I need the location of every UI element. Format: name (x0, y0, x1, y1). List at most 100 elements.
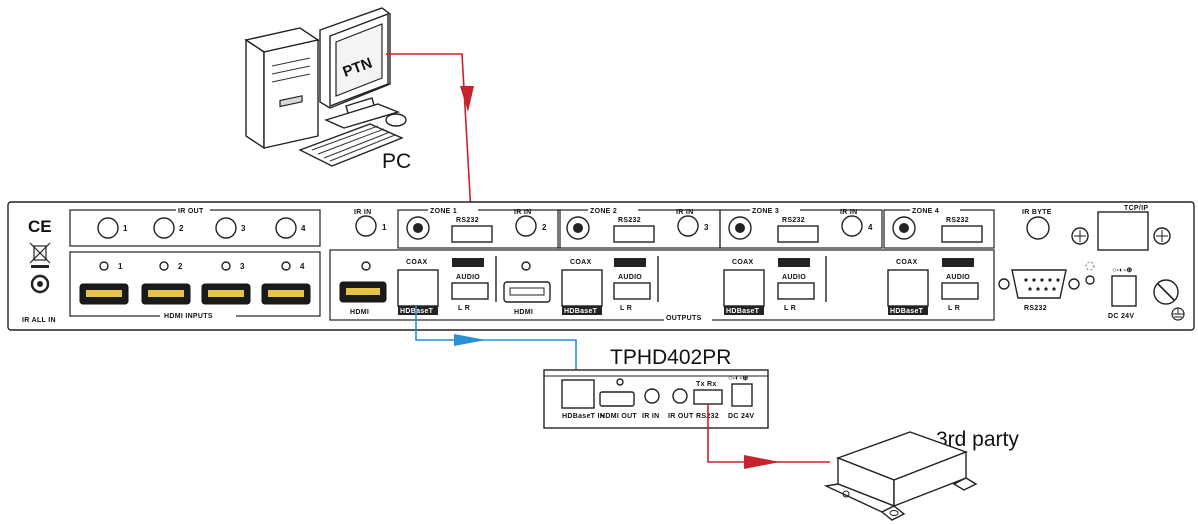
zone-number: 4 (868, 223, 873, 232)
grounding-screw-icon (1153, 279, 1179, 305)
third-party-device (823, 431, 978, 521)
zone-number: 2 (542, 223, 547, 232)
zone-1-hdbaset-port (397, 269, 439, 307)
pc-monitor: PTN (319, 7, 401, 129)
ir-out-number: 1 (123, 224, 128, 233)
receiver-ir-out-jack (672, 388, 688, 404)
hdbaset-label: HDBaseT (890, 308, 924, 315)
hdbaset-label: HDBaseT (400, 308, 434, 315)
dc-24v-label: DC 24V (1108, 313, 1134, 320)
ir-out-jack-4: 4 (275, 217, 306, 239)
zone-1: IR IN 1 ZONE 1 RS232 HDMI COAX HDBaseT A… (339, 205, 561, 316)
matrix-switcher: CE IR ALL IN IR OUT 1 2 3 4 HDMI INPUTS … (7, 201, 1195, 331)
receiver-tphd402pr: HDBaseT IN HDMI OUT IR IN IR OUT Tx Rx R… (543, 369, 769, 429)
audio-label: AUDIO (946, 274, 970, 281)
receiver-ir-in-jack (644, 388, 660, 404)
receiver-hdmi-out-port (599, 391, 635, 407)
receiver-txrx-label: Tx Rx (696, 381, 717, 388)
receiver-hdbaset-in-label: HDBaseT IN (562, 413, 605, 420)
tcp-ip-label: TCP/IP (1124, 205, 1148, 212)
input-number: 3 (240, 262, 245, 271)
hdmi-input-3: 3 (201, 261, 251, 305)
rs232-wire-pc (386, 53, 474, 231)
screw-left-icon (1071, 227, 1089, 245)
ir-out-label: IR OUT (178, 208, 204, 215)
receiver-ir-in-label: IR IN (642, 413, 659, 420)
zone-1-rs232-port (451, 225, 493, 243)
hdbaset-wire (415, 306, 577, 384)
zone-label: ZONE 2 (590, 208, 617, 215)
ir-out-jack-1: 1 (97, 217, 128, 239)
hdmi-label: HDMI (350, 309, 369, 316)
hdmi-input-4: 4 (261, 261, 311, 305)
input-number: 1 (118, 262, 123, 271)
zone-label: ZONE 4 (912, 208, 939, 215)
zone-3: IR IN 3 ZONE 3 RS232 COAX HDBaseT AUDIO … (676, 205, 883, 315)
receiver-dc-symbol: ○-◐-⊕ (728, 375, 748, 382)
zone-4: IR IN 4 ZONE 4 RS232 COAX HDBaseT AUDIO … (840, 205, 995, 315)
ir-in-label: IR IN (676, 209, 693, 216)
screw-right-icon (1153, 227, 1171, 245)
input-number: 2 (178, 262, 183, 271)
receiver-dc-jack (731, 383, 753, 407)
pc-computer: PTN (244, 7, 407, 167)
receiver-model-label: TPHD402PR (610, 346, 731, 369)
ir-in-label: IR IN (840, 209, 857, 216)
ground-icon (1171, 307, 1185, 321)
zone-number: 3 (704, 223, 709, 232)
third-party-label: 3rd party (936, 428, 1019, 451)
lr-label: L R (458, 305, 470, 312)
lr-label: L R (620, 305, 632, 312)
tcp-ip-port (1097, 211, 1149, 251)
zone-label: ZONE 3 (752, 208, 779, 215)
rs232-db9-connector (998, 269, 1080, 299)
hdmi-input-2: 2 (141, 261, 191, 305)
lr-label: L R (948, 305, 960, 312)
rs232-label: RS232 (456, 217, 479, 224)
audio-label: AUDIO (782, 274, 806, 281)
receiver-dc-24v-label: DC 24V (728, 413, 754, 420)
lr-label: L R (784, 305, 796, 312)
coax-label: COAX (406, 259, 427, 266)
dc-power-jack (1111, 275, 1137, 307)
audio-label: AUDIO (618, 274, 642, 281)
ir-out-jack-3: 3 (215, 217, 246, 239)
pc-mouse (385, 113, 407, 127)
ir-in-label: IR IN (354, 209, 371, 216)
ir-all-in-label: IR ALL IN (22, 317, 56, 324)
coax-label: COAX (896, 259, 917, 266)
coax-label: COAX (732, 259, 753, 266)
zone-label: ZONE 1 (430, 208, 457, 215)
rs232-label: RS232 (782, 217, 805, 224)
pc-label: PC (382, 150, 411, 173)
ir-out-jack-2: 2 (153, 217, 184, 239)
outputs-group (329, 249, 995, 321)
receiver-ir-out-label: IR OUT (668, 413, 694, 420)
ce-mark-icon: CE (28, 217, 52, 236)
receiver-rs232-port (693, 389, 723, 405)
ir-out-number: 2 (179, 224, 184, 233)
input-number: 4 (300, 262, 305, 271)
led-icon (1085, 261, 1095, 271)
coax-label: COAX (570, 259, 591, 266)
ir-out-number: 4 (301, 224, 306, 233)
receiver-hdmi-out-label: HDMI OUT (600, 413, 637, 420)
pc-keyboard (298, 123, 404, 167)
ir-out-number: 3 (241, 224, 246, 233)
hdbaset-label: HDBaseT (726, 308, 760, 315)
rs232-wire-third-party (707, 404, 830, 469)
hdmi-inputs-label: HDMI INPUTS (164, 313, 213, 320)
audio-label: AUDIO (456, 274, 480, 281)
zone-number: 1 (382, 223, 387, 232)
outputs-label: OUTPUTS (666, 315, 702, 322)
hdbaset-label: HDBaseT (564, 308, 598, 315)
dc-polarity-symbol: ○-◐-⊕ (1112, 267, 1132, 274)
ir-in-label: IR IN (514, 209, 531, 216)
hdmi-input-1: 1 (79, 261, 129, 305)
hdmi-label: HDMI (514, 309, 533, 316)
matrix-right-panel: IR BYTE RS232 TCP/IP ○-◐-⊕ DC 24V (998, 205, 1185, 321)
receiver-hdbaset-in-port (561, 379, 595, 409)
rs232-label: RS232 (946, 217, 969, 224)
ir-byte-label: IR BYTE (1022, 209, 1052, 216)
